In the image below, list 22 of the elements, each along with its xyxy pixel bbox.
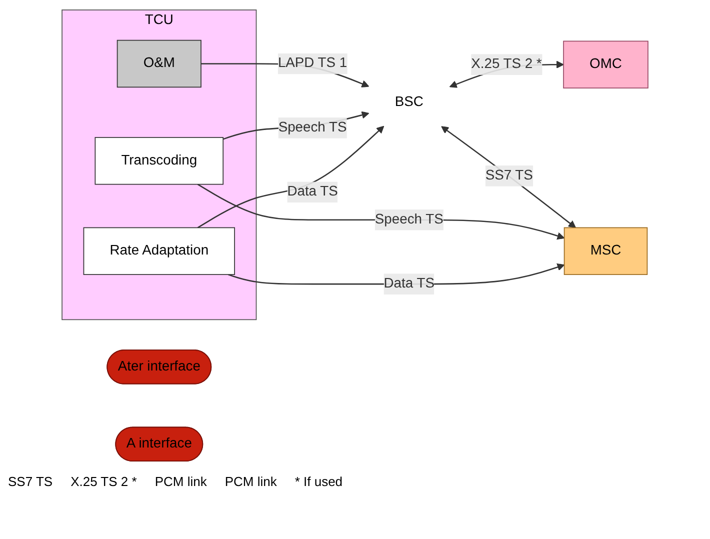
node-box: MSC — [564, 226, 648, 274]
arrow — [197, 125, 384, 228]
edge-label: LAPD TS 1 — [278, 55, 348, 70]
node-box: Transcoding — [94, 136, 224, 184]
edge-label: Speech TS — [278, 120, 347, 134]
node-box: O&M — [116, 39, 202, 88]
node-box: Rate Adaptation — [83, 226, 235, 274]
note-label: X.25 TS 2 * — [70, 474, 137, 489]
node-text: BSC — [394, 94, 424, 110]
edge-label: Data TS — [384, 276, 434, 291]
edge-label: Data TS — [287, 184, 338, 199]
arrow — [441, 126, 576, 228]
edge-label: X.25 TS 2 * — [471, 56, 542, 72]
note-label: PCM link — [224, 474, 277, 489]
edge-label: SS7 TS — [485, 168, 533, 182]
note-label: * If used — [294, 474, 343, 489]
note-label: SS7 TS — [8, 474, 53, 489]
note-label: PCM link — [154, 474, 207, 489]
node-box: OMC — [563, 40, 648, 88]
edge-label: Speech TS — [374, 212, 444, 226]
arrow — [197, 183, 565, 240]
arrow — [222, 110, 370, 140]
